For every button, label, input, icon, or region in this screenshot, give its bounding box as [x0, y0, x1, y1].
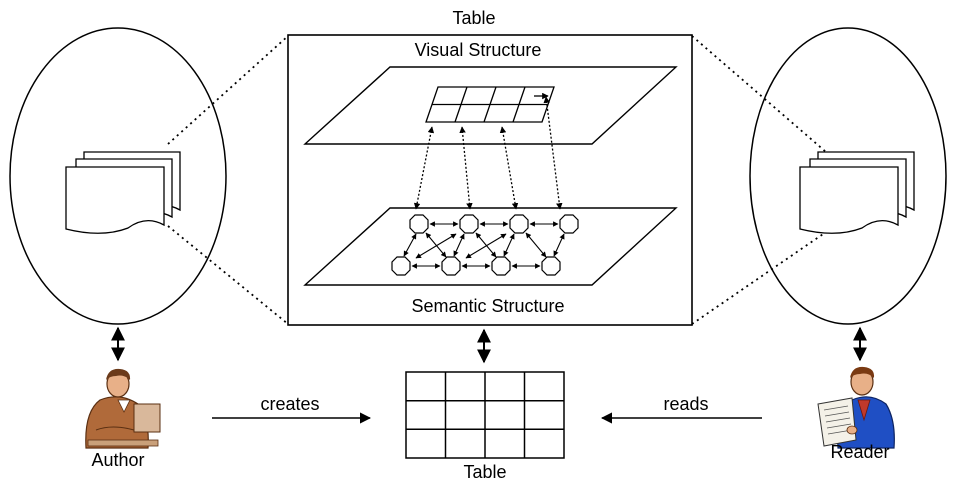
bottom-table	[405, 371, 565, 459]
person-at-desk-icon	[85, 368, 161, 449]
graph-node	[491, 256, 511, 276]
graph-node	[459, 214, 479, 234]
reader-label: Reader	[830, 442, 889, 462]
author-view-ellipse	[9, 27, 227, 325]
mapping-arrows	[413, 96, 563, 210]
vertical-arrows	[111, 326, 867, 364]
graph-node	[541, 256, 561, 276]
graph-node	[409, 214, 429, 234]
semantic-structure-label: Semantic Structure	[411, 296, 564, 316]
visual-structure-plane	[303, 66, 678, 145]
visual-grid	[425, 86, 555, 123]
visual-structure-label: Visual Structure	[415, 40, 542, 60]
graph-node	[391, 256, 411, 276]
author-label: Author	[91, 450, 144, 470]
reads-label: reads	[663, 394, 708, 414]
semantic-graph-nodes	[391, 214, 579, 276]
graph-node	[509, 214, 529, 234]
graph-node	[559, 214, 579, 234]
reader-view-ellipse	[749, 27, 947, 325]
document-stack-icon	[799, 151, 915, 234]
table-bottom-label: Table	[463, 462, 506, 482]
table-top-label: Table	[452, 8, 495, 28]
graph-node	[441, 256, 461, 276]
document-stack-icon	[65, 151, 181, 234]
semantic-graph	[403, 221, 565, 269]
person-reading-newspaper-icon	[817, 366, 895, 449]
zoom-lines	[167, 35, 827, 325]
creates-label: creates	[260, 394, 319, 414]
